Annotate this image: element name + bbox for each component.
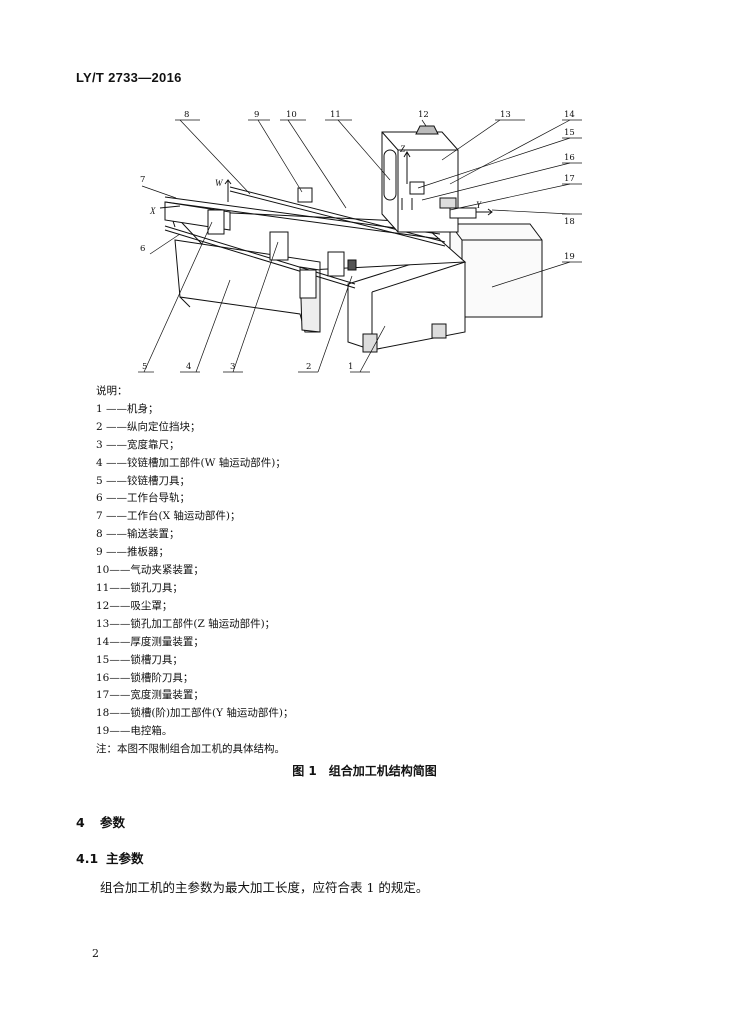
legend-item: 18——锁槽(阶)加工部件(Y 轴运动部件)； [96, 707, 294, 720]
callout-4: 4 [186, 362, 191, 372]
callout-1: 1 [348, 362, 353, 372]
callout-8: 8 [184, 110, 189, 120]
subsection-number: 4.1 [76, 851, 99, 866]
legend-item: 4 ——铰链槽加工部件(W 轴运动部件)； [96, 456, 286, 469]
callout-9: 9 [254, 110, 259, 120]
legend-item: 2 ——纵向定位挡块； [96, 420, 201, 433]
legend-item: 13——锁孔加工部件(Z 轴运动部件)； [96, 617, 276, 630]
callout-6: 6 [140, 244, 145, 254]
callout-17: 17 [564, 174, 575, 184]
figure-legend: 说明： 1 ——机身； 2 ——纵向定位挡块； 3 ——宽度靠尺； 4 ——铰链… [96, 383, 294, 759]
callout-13: 13 [500, 110, 511, 120]
body-paragraph: 组合加工机的主参数为最大加工长度，应符合表 1 的规定。 [100, 880, 429, 895]
axis-label-x: X [149, 206, 156, 216]
legend-item: 17——宽度测量装置； [96, 689, 204, 702]
figure-caption: 图 1 组合加工机结构简图 [292, 764, 437, 778]
document-header: LY/T 2733—2016 [76, 70, 182, 85]
legend-item: 1 ——机身； [96, 402, 159, 415]
callout-16: 16 [564, 153, 575, 163]
axis-label-w: W [215, 178, 224, 188]
legend-item: 11——锁孔刀具； [96, 581, 183, 594]
callout-2: 2 [306, 362, 311, 372]
callout-7: 7 [140, 175, 145, 185]
callout-18: 18 [564, 217, 575, 227]
callout-10: 10 [286, 110, 297, 120]
callout-3: 3 [230, 362, 235, 372]
legend-item: 6 ——工作台导轨； [96, 492, 191, 505]
figure-note: 注：本图不限制组合加工机的具体结构。 [96, 743, 285, 756]
legend-item: 9 ——推板器； [96, 546, 170, 559]
callout-15: 15 [564, 128, 575, 138]
machine-structure-figure: W X Z Y [120, 102, 600, 382]
legend-item: 14——厚度测量装置； [96, 635, 204, 648]
legend-item: 8 ——输送装置； [96, 528, 180, 541]
legend-item: 5 ——铰链槽刀具； [96, 474, 191, 487]
legend-item: 10——气动夹紧装置； [96, 564, 204, 577]
section-heading: 4 参数 [76, 812, 125, 831]
callout-12: 12 [418, 110, 429, 120]
page-number: 2 [92, 947, 99, 960]
axis-label-z: Z [400, 144, 406, 154]
section-title: 参数 [100, 815, 126, 830]
legend-item: 12——吸尘罩； [96, 599, 173, 612]
callout-5: 5 [142, 362, 147, 372]
callout-11: 11 [330, 110, 341, 120]
section-number: 4 [76, 815, 85, 830]
subsection-title: 主参数 [106, 851, 144, 866]
machine-drawing: W X Z Y [138, 110, 582, 373]
callout-14: 14 [564, 110, 575, 120]
legend-heading: 说明： [96, 385, 128, 397]
legend-item: 16——锁槽阶刀具； [96, 671, 194, 684]
axis-label-y: Y [476, 200, 482, 210]
legend-item: 7 ——工作台(X 轴运动部件)； [96, 510, 241, 523]
legend-item: 19——电控箱。 [96, 725, 173, 738]
callout-19: 19 [564, 252, 575, 262]
subsection-heading: 4.1 主参数 [76, 848, 144, 867]
legend-item: 3 ——宽度靠尺； [96, 438, 180, 451]
legend-item: 15——锁槽刀具； [96, 653, 183, 666]
